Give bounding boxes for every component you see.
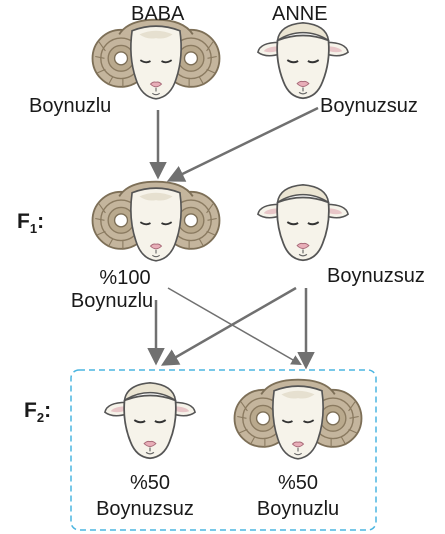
- f2-hornless-trait: Boynuzsuz: [96, 498, 194, 520]
- arrow-f1-hornless-to-f2-hornless: [160, 286, 297, 366]
- f2-generation-label: F2:: [24, 399, 52, 426]
- f2-hornless-percent: %50: [129, 472, 171, 494]
- mother-title: ANNE: [272, 3, 328, 25]
- father-trait: Boynuzlu: [29, 95, 112, 117]
- f1-generation-label: F1:: [17, 210, 45, 237]
- arrow-mother-to-f1: [166, 106, 319, 182]
- f2-horned-percent: %50: [277, 472, 319, 494]
- f1-horned-trait: Boynuzlu: [70, 290, 154, 312]
- father-title: BABA: [131, 3, 185, 25]
- f2-hornless-ewe: [103, 381, 197, 460]
- f2-horned-ram: [233, 378, 363, 460]
- f2-box: [70, 369, 377, 531]
- father-ram: [91, 18, 221, 100]
- f1-hornless-ewe: [256, 183, 350, 262]
- f1-horned-percent: %100: [99, 267, 151, 289]
- f1-horned-ram: [91, 180, 221, 262]
- f1-hornless-trait: Boynuzsuz: [327, 265, 425, 287]
- mother-trait: Boynuzsuz: [320, 95, 418, 117]
- arrow-f1-horned-to-f2-horned: [167, 287, 302, 366]
- f2-horned-trait: Boynuzlu: [256, 498, 340, 520]
- mother-ewe: [256, 21, 350, 100]
